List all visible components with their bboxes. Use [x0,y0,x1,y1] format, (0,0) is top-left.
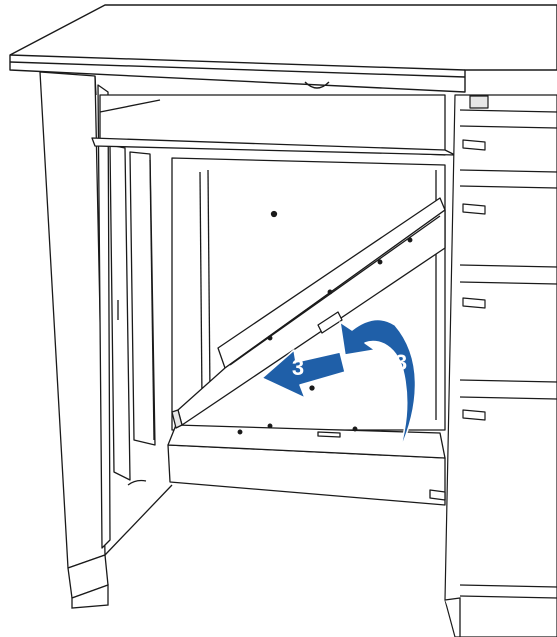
tilted-bracket [171,197,446,429]
cabinet-bottom-panel [167,423,446,506]
cabinet-left-frame [39,71,173,599]
cabinet-legs [71,584,461,637]
step-number-rotate: 3 [395,350,407,375]
cabinet-right-drawers [444,94,557,637]
rotate-arrow: 3 [339,318,417,451]
workbench-top [9,4,557,93]
step-number-slide: 3 [292,355,304,380]
slide-arrow: 3 [261,349,346,399]
